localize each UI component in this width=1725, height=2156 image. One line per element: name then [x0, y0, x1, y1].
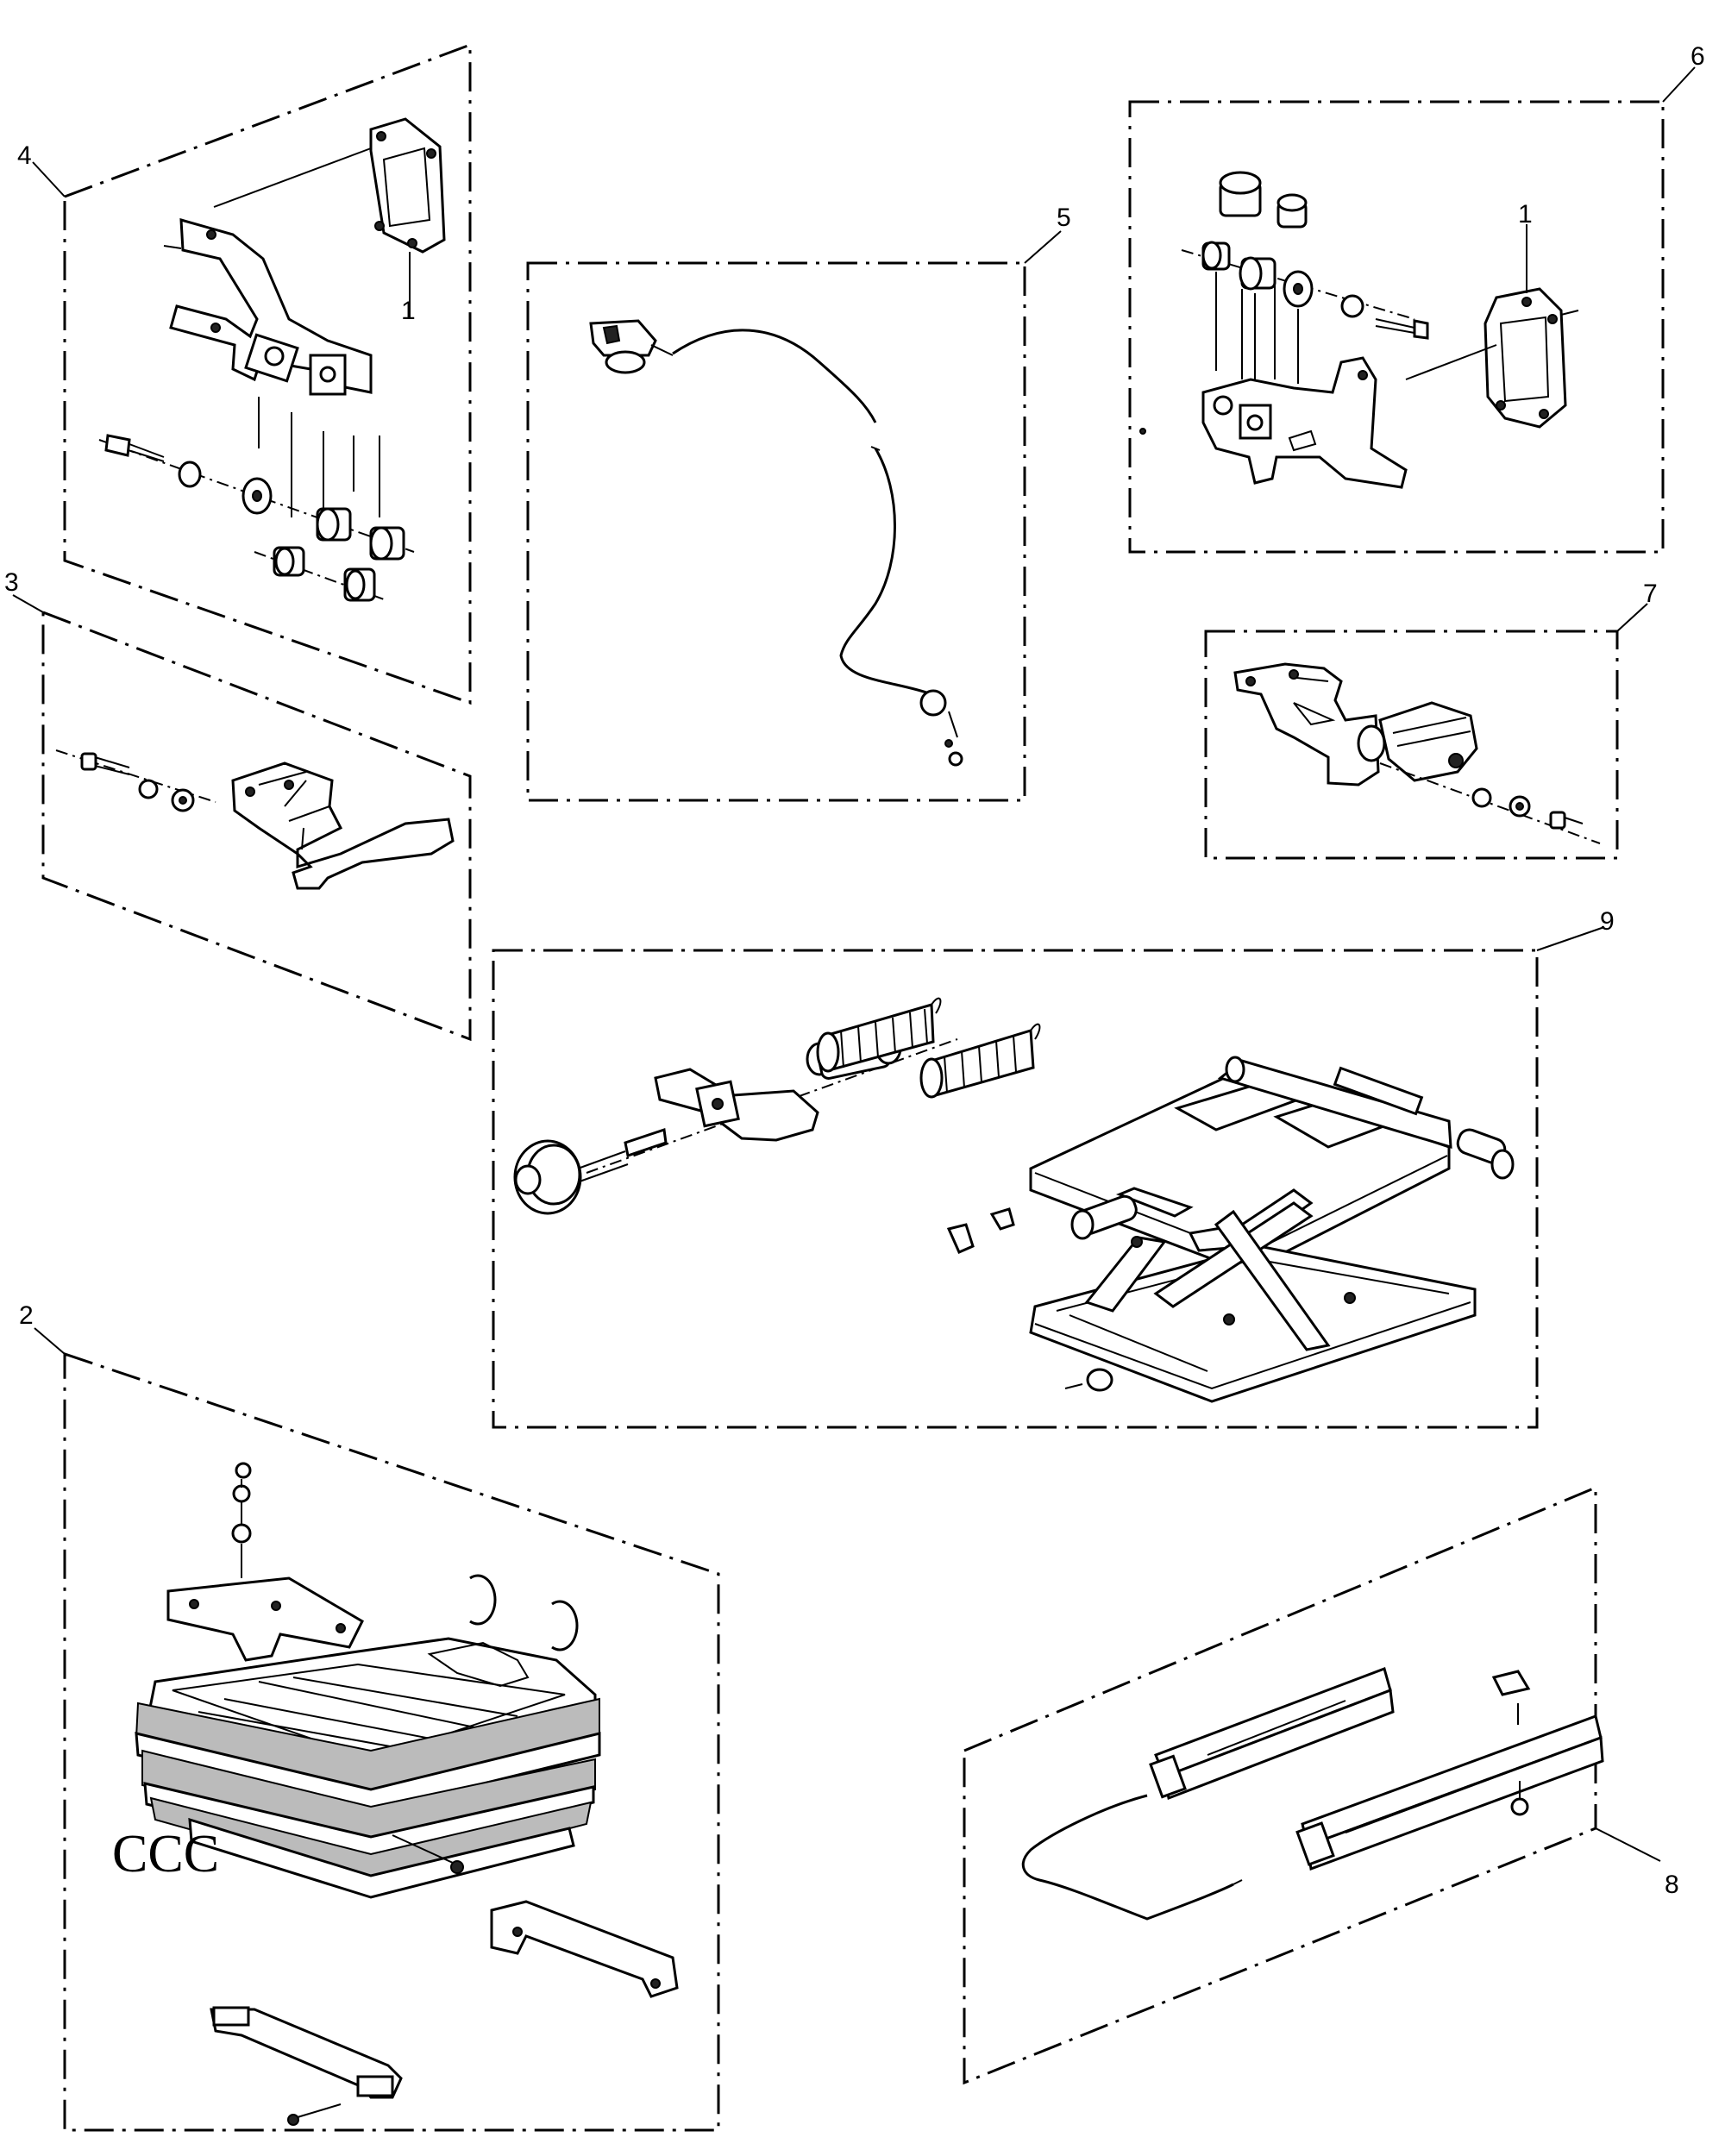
- slide-rail-upper: [1149, 1667, 1395, 1801]
- clip: [946, 1223, 975, 1254]
- foam-layer-2: [141, 1749, 596, 1843]
- rail-clip: [1491, 1670, 1531, 1696]
- bolt: [104, 434, 165, 462]
- top-bracket: [166, 1576, 364, 1662]
- bushing-small-1: [1276, 193, 1308, 229]
- cable-end-ring: [919, 689, 947, 717]
- bolt: [1549, 811, 1584, 830]
- callout-3: 3: [4, 568, 19, 597]
- snap-ring-1: [469, 1574, 497, 1626]
- bushing-large-2: [369, 526, 405, 561]
- lock-washer: [178, 461, 202, 488]
- callout-2: 2: [19, 1301, 34, 1330]
- mounting-rail-2: [210, 2008, 403, 2099]
- mounting-rail-1: [490, 1900, 679, 1998]
- group-9-boundary: [492, 949, 1539, 1429]
- side-bracket: [1201, 356, 1408, 489]
- release-bar: [1021, 1794, 1234, 1921]
- bushing-large-2: [1239, 256, 1276, 291]
- screw: [235, 1462, 252, 1479]
- group-8-slide-rail-assembly: 8: [963, 1485, 1679, 2085]
- group-9-suspension-assembly: 9: [492, 907, 1615, 1429]
- callout-4: 4: [17, 141, 32, 170]
- group-7-boundary: [1204, 630, 1619, 860]
- group-6-boundary: [1128, 100, 1665, 554]
- seat-bracket: [1233, 662, 1380, 787]
- bolt: [80, 752, 130, 775]
- washer: [1471, 787, 1492, 808]
- callout-1-right: 1: [1518, 200, 1533, 229]
- nut: [232, 1484, 251, 1503]
- bolt: [1375, 318, 1429, 340]
- group-2-seat-frame-assembly: 2 CCC: [19, 1301, 720, 2132]
- callout-6: 6: [1690, 42, 1705, 71]
- callout-9: 9: [1600, 907, 1615, 936]
- slide-rail-lower: [1295, 1714, 1604, 1871]
- rail-bolt: [1510, 1797, 1529, 1816]
- washer: [231, 1523, 252, 1544]
- group-4-boundary: [63, 42, 472, 705]
- group-4-seat-bracket-assembly: 4 1: [17, 42, 472, 705]
- cable-upper: [672, 329, 877, 423]
- group-3-boundary: [41, 610, 472, 1042]
- cable-lever-bracket: [589, 319, 674, 374]
- group-3-bracket-assembly: 3: [4, 568, 472, 1042]
- bushing-large-1: [316, 507, 352, 542]
- callout-1-left: 1: [401, 297, 416, 325]
- compression-spring-2: [919, 1023, 1041, 1099]
- adjustment-screw: [624, 1128, 668, 1157]
- group-5-boundary: [526, 261, 1026, 802]
- cable-lower: [839, 448, 932, 696]
- group-6-seat-bracket-assembly: 6 1: [1128, 42, 1705, 554]
- scissor-suspension: [1029, 1056, 1515, 1403]
- bushing-small-1: [273, 546, 305, 577]
- callout-7: 7: [1643, 580, 1658, 608]
- snap-ring-2: [551, 1600, 579, 1651]
- group-5-cable-assembly: 5: [526, 204, 1071, 802]
- adjustment-knob: [513, 1139, 629, 1215]
- seat-bracket: [231, 761, 455, 890]
- callout-5: 5: [1057, 204, 1071, 232]
- group-7-bracket-assembly: 7: [1204, 580, 1658, 860]
- bushing: [1086, 1368, 1113, 1392]
- bushing-small-2: [1201, 241, 1231, 271]
- callout-8: 8: [1665, 1871, 1679, 1899]
- lock-washer: [1340, 294, 1364, 318]
- side-bracket: [169, 217, 373, 394]
- bushing-large-1: [1219, 171, 1262, 217]
- bushing-small-2: [343, 567, 376, 602]
- snap-ring-glyphs: CCC: [112, 1825, 219, 1883]
- group-2-boundary: [63, 1351, 720, 2132]
- washer: [138, 779, 159, 799]
- compression-spring-1: [816, 997, 942, 1073]
